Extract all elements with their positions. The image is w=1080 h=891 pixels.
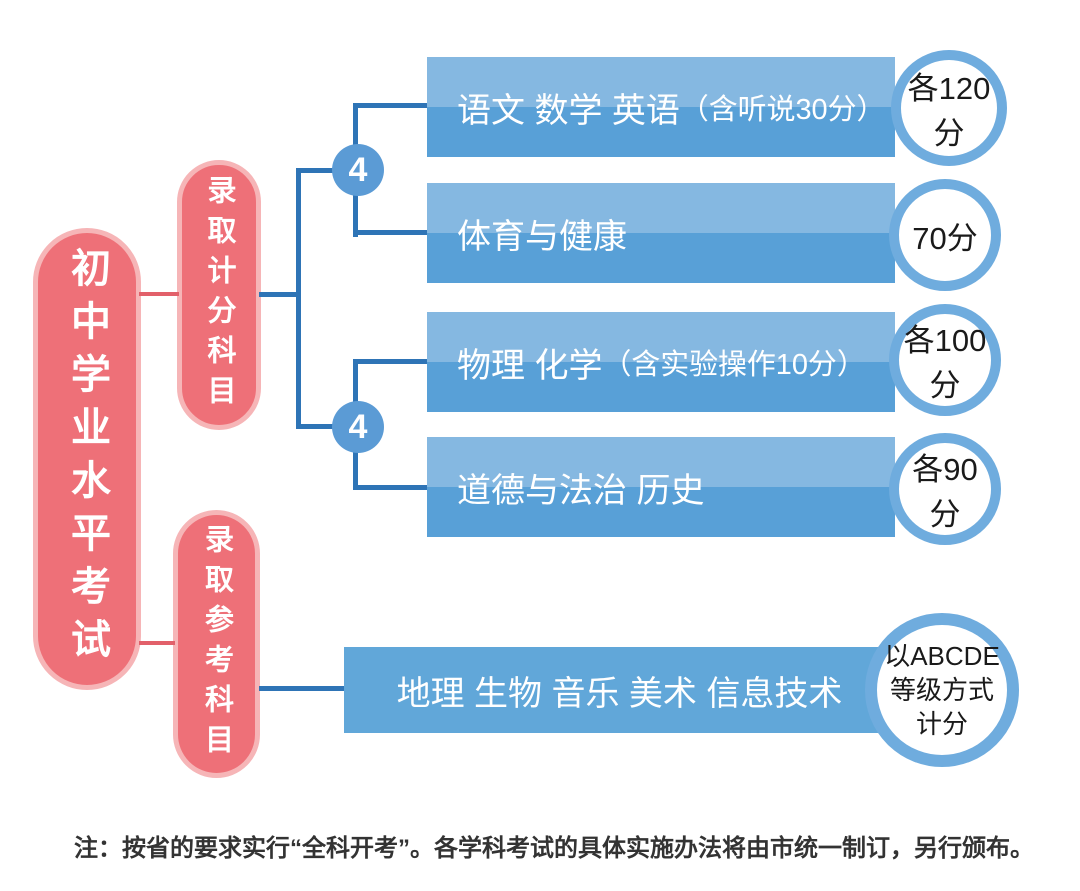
group1-to-bar2 xyxy=(353,230,429,235)
score-circle-70: 70分 xyxy=(889,179,1001,291)
subject-bar-chinese-math-english: 语文 数学 英语（含听说30分） xyxy=(427,57,895,157)
subject1-name: 语文 数学 英语 xyxy=(457,91,680,130)
group1-count: 4 xyxy=(348,150,368,189)
subject-bar-physics-chemistry: 物理 化学（含实验操作10分） xyxy=(427,312,895,412)
group1-count-badge: 4 xyxy=(332,144,384,196)
root-node-exam-title: 初中学业水平考试 xyxy=(33,228,141,690)
score3-text: 各100分 xyxy=(903,323,987,403)
group2-count-badge: 4 xyxy=(332,401,384,453)
branch-scored-label: 录取计分科目 xyxy=(203,175,235,415)
subject1-paren: （含听说30分） xyxy=(679,94,886,126)
subject2-name: 体育与健康 xyxy=(457,217,627,256)
score4-text: 各90分 xyxy=(912,452,978,532)
branch-node-reference-subjects: 录取参考科目 xyxy=(173,510,260,778)
score-circle-120: 各120分 xyxy=(891,50,1007,166)
group2-count: 4 xyxy=(348,407,368,446)
score5-line3: 计分 xyxy=(915,709,968,740)
connector-root-to-scored xyxy=(139,292,179,296)
branch-node-scored-subjects: 录取计分科目 xyxy=(177,160,261,430)
score1-text: 各120分 xyxy=(907,71,991,151)
subject-bar-morality-history: 道德与法治 历史 xyxy=(427,437,895,537)
score5-line2: 等级方式 xyxy=(889,674,994,705)
footnote-text: 注：按省的要求实行“全科开考”。各学科考试的具体实施办法将由市统一制订，另行颁布… xyxy=(74,835,1034,862)
subject5-name: 地理 生物 音乐 美术 信息技术 xyxy=(396,674,843,713)
group1-to-bar1 xyxy=(353,103,429,108)
trunk-to-group1 xyxy=(296,168,336,173)
score-circle-90: 各90分 xyxy=(889,433,1001,545)
score-circle-abcde-grading: 以ABCDE 等级方式 计分 xyxy=(865,613,1019,767)
subject-bar-pe-health: 体育与健康 xyxy=(427,183,895,283)
branch-reference-label: 录取参考科目 xyxy=(200,524,233,764)
subject-bar-reference-subjects: 地理 生物 音乐 美术 信息技术 xyxy=(344,647,895,733)
group2-to-bar4 xyxy=(353,485,429,490)
subject4-name: 道德与法治 历史 xyxy=(457,471,705,510)
score2-text: 70分 xyxy=(912,220,978,256)
connector-reference-to-bar5 xyxy=(259,686,346,691)
score5-line1: 以ABCDE xyxy=(884,640,1000,671)
score-circle-100: 各100分 xyxy=(889,304,1001,416)
connector-scored-to-trunk xyxy=(259,292,301,297)
root-title-text: 初中学业水平考试 xyxy=(65,247,109,671)
trunk-vertical-line xyxy=(296,168,301,429)
subject3-name: 物理 化学 xyxy=(457,346,603,385)
group2-to-bar3 xyxy=(353,359,429,364)
subject3-paren: （含实验操作10分） xyxy=(602,349,866,381)
trunk-to-group2 xyxy=(296,424,336,429)
connector-root-to-reference xyxy=(139,641,175,645)
